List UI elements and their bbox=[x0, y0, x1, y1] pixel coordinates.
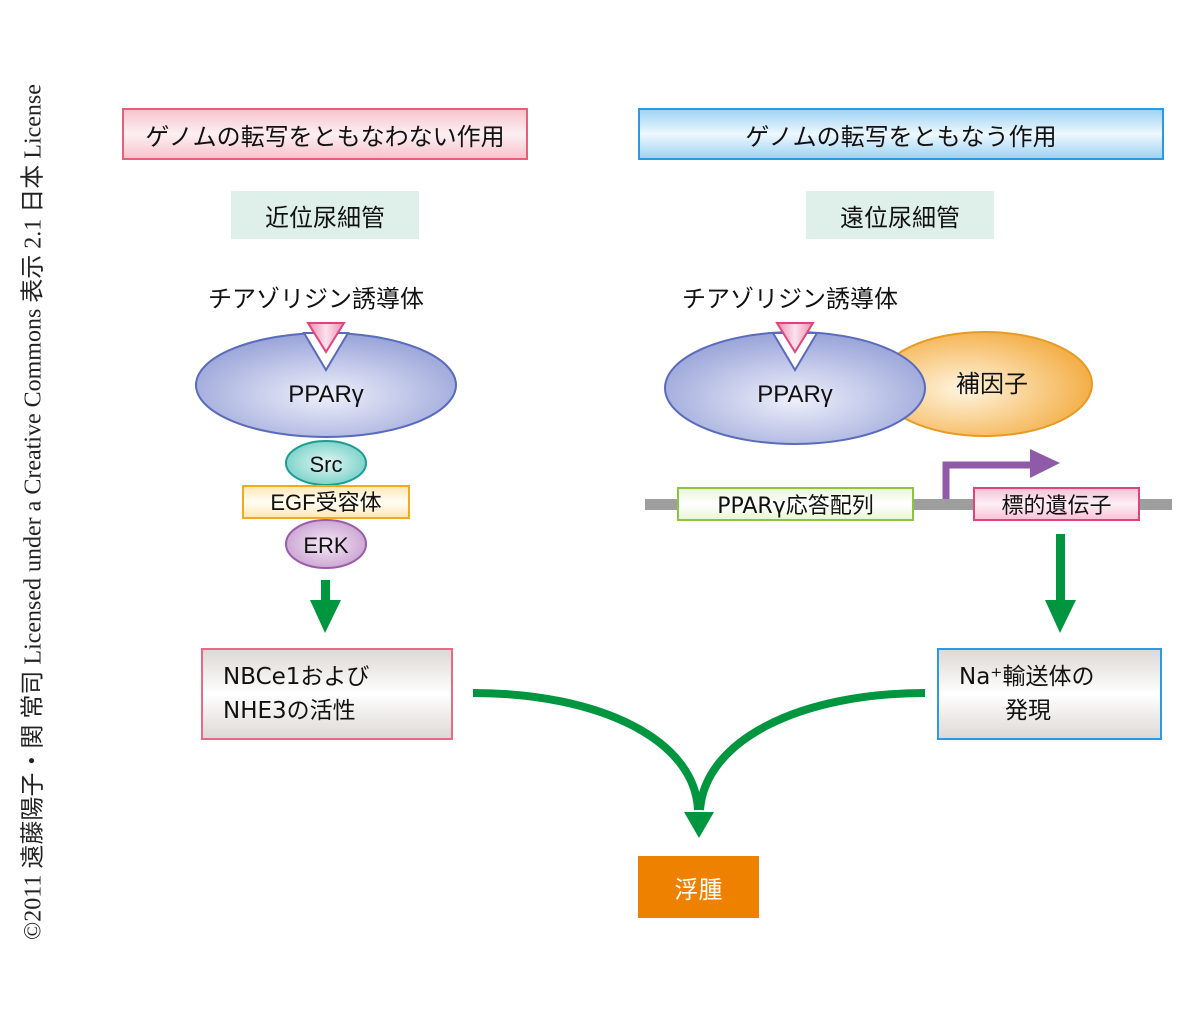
right-effect-line-2: 発現 bbox=[1005, 698, 1051, 724]
right-down-arrow-icon bbox=[1045, 534, 1076, 633]
erk-node: ERK bbox=[285, 519, 367, 569]
non-genomic-header: ゲノムの転写をともなわない作用 bbox=[122, 108, 528, 160]
transcription-start-arrow-icon bbox=[942, 449, 1060, 499]
left-effect-line-1: NBCe1および bbox=[223, 664, 370, 690]
left-ppar-label: PPARγ bbox=[288, 381, 364, 408]
egf-receptor-box bbox=[242, 485, 410, 519]
proximal-tubule-label: 近位尿細管 bbox=[231, 191, 419, 239]
right-ligand-triangle-icon bbox=[775, 322, 815, 354]
src-label: Src bbox=[310, 452, 343, 477]
left-ppar-receptor: PPARγ bbox=[195, 322, 457, 438]
distal-tubule-label: 遠位尿細管 bbox=[806, 191, 994, 239]
right-effect-line-1: Na⁺輸送体の bbox=[959, 664, 1095, 690]
genomic-header: ゲノムの転写をともなう作用 bbox=[638, 108, 1164, 160]
left-ligand-triangle-icon bbox=[306, 322, 346, 354]
erk-ellipse bbox=[285, 519, 367, 569]
src-node: Src bbox=[285, 440, 367, 486]
cofactor-label: 補因子 bbox=[956, 371, 1028, 398]
erk-label: ERK bbox=[303, 533, 349, 558]
converging-arrow-icon bbox=[472, 689, 926, 838]
right-inducer-label: チアゾリジン誘導体 bbox=[682, 284, 898, 313]
target-gene: 標的遺伝子 bbox=[973, 487, 1140, 521]
left-down-arrow-icon bbox=[310, 580, 341, 633]
right-effect-box: Na⁺輸送体の 発現 bbox=[937, 648, 1162, 740]
right-ppar-receptor: PPARγ bbox=[664, 322, 926, 445]
edema-outcome: 浮腫 bbox=[638, 856, 759, 918]
left-effect-line-2: NHE3の活性 bbox=[223, 698, 356, 724]
egf-receptor-label: EGF受容体 bbox=[270, 490, 381, 515]
cofactor-node: 補因子 bbox=[877, 331, 1093, 437]
left-effect-box: NBCe1および NHE3の活性 bbox=[201, 648, 453, 740]
egf-receptor-node: EGF受容体 bbox=[242, 485, 410, 519]
right-ppar-label: PPARγ bbox=[757, 381, 833, 408]
left-inducer-label: チアゾリジン誘導体 bbox=[208, 284, 424, 313]
ppar-response-element: PPARγ応答配列 bbox=[677, 487, 914, 521]
